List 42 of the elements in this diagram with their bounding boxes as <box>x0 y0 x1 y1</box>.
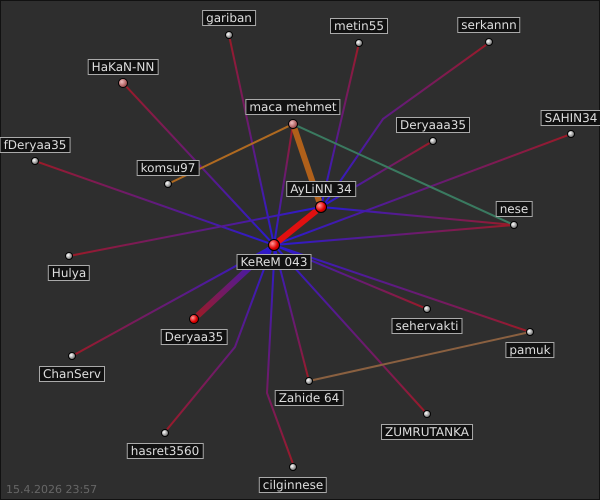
connection-line <box>321 46 360 202</box>
nickname-label: serkannn <box>457 17 521 33</box>
connection-line <box>277 248 426 412</box>
nickname-label: Hulya <box>48 265 90 281</box>
connection-line <box>72 207 316 256</box>
nickname-label: Deryaa35 <box>160 329 228 345</box>
nickname-label: HaKaN-NN <box>88 59 158 75</box>
nickname-label: gariban <box>202 10 256 26</box>
connection-line <box>324 44 487 204</box>
nickname-label: nese <box>496 201 532 217</box>
connection-line <box>280 224 510 246</box>
connection-line <box>297 125 511 224</box>
connection-line <box>279 246 424 308</box>
nickname-label: maca mehmet <box>245 99 341 115</box>
connection-line <box>38 161 269 244</box>
nickname-label: cilginnese <box>258 477 328 493</box>
nickname-label: ZUMRUTANKA <box>381 424 473 440</box>
connection-line <box>276 208 318 244</box>
connection-line <box>228 38 274 240</box>
nickname-label: ChanServ <box>39 366 105 382</box>
nickname-label: pamuk <box>505 342 555 358</box>
nickname-label: AyLiNN 34 <box>286 181 356 197</box>
connection-line <box>312 332 526 382</box>
connection-line <box>166 250 272 430</box>
nickname-label: fDeryaa35 <box>0 137 70 153</box>
connection-line <box>279 246 527 332</box>
nickname-label: KeReM 043 <box>236 254 312 270</box>
nickname-label: Deryaaa35 <box>396 117 470 133</box>
connection-line <box>274 128 294 240</box>
connection-line <box>326 206 510 226</box>
nickname-label: sehervakti <box>392 318 462 334</box>
nickname-label: metin55 <box>330 18 388 34</box>
nickname-label: komsu97 <box>136 160 200 176</box>
nickname-label: hasret3560 <box>126 443 204 459</box>
connection-line <box>266 250 294 464</box>
nickname-label: SAHIN34 <box>540 110 600 126</box>
connection-line <box>126 86 271 242</box>
nickname-label: Zahide 64 <box>274 390 344 406</box>
connection-line <box>171 125 289 184</box>
timestamp-text: 15.4.2026 23:57 <box>6 483 98 496</box>
connection-line <box>279 134 568 244</box>
connection-line <box>274 250 309 378</box>
